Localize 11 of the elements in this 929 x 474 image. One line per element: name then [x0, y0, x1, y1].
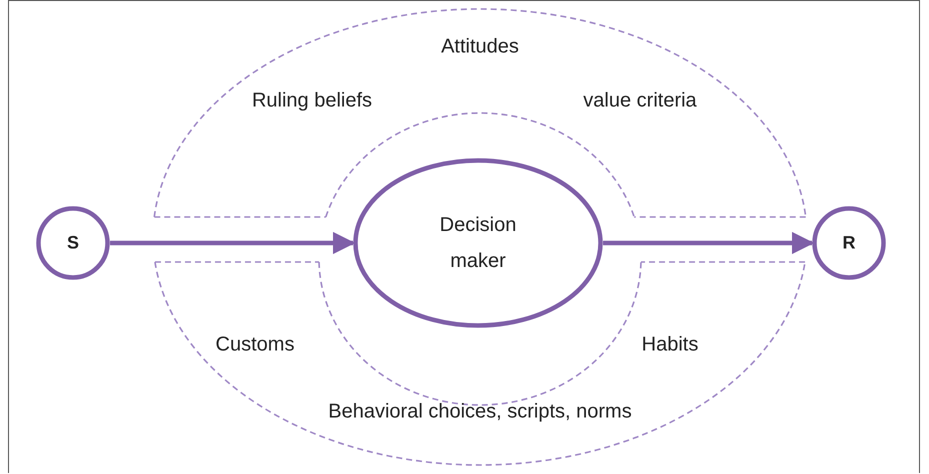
arrow [110, 232, 356, 254]
region-label: value criteria [583, 90, 697, 112]
arrow [603, 232, 814, 254]
region-label: Customs [216, 334, 294, 356]
node-letter: R [842, 232, 856, 254]
region-label: Habits [642, 334, 698, 356]
node-label: Decision maker [438, 213, 518, 274]
region-label: Behavioral choices, scripts, norms [328, 400, 632, 424]
region-label: Attitudes [441, 36, 519, 58]
node-letter: S [67, 232, 79, 254]
region-label: Ruling beliefs [252, 90, 372, 112]
